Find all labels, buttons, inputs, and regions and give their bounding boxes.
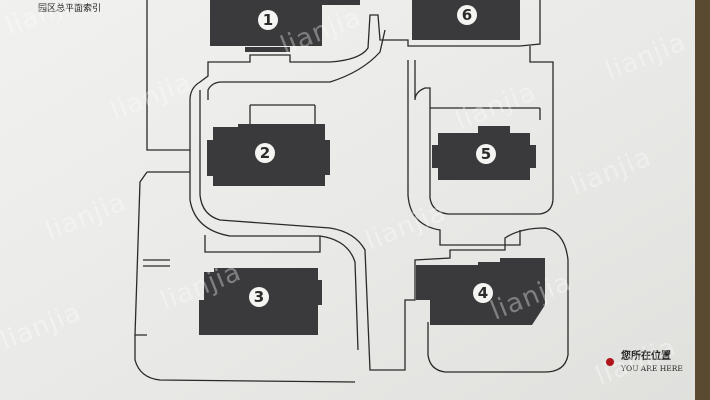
- walkway-right-upper: [414, 46, 554, 215]
- walkway-left-stub: [143, 259, 170, 267]
- walkway-right-lower: [407, 60, 521, 246]
- building-1-circle: [258, 10, 278, 30]
- building-2-circle: [255, 143, 275, 163]
- building-6-circle: [457, 5, 477, 25]
- you-are-here-cn: 您所在位置: [621, 349, 671, 362]
- building-6-badge: 6: [457, 5, 477, 25]
- building-1-number: 1: [263, 11, 273, 29]
- building-3-circle: [249, 287, 269, 307]
- you-are-here-en: YOU ARE HERE: [620, 364, 683, 373]
- building-4-number: 4: [478, 284, 488, 302]
- building-4-circle: [473, 283, 493, 303]
- building-2-badge: 2: [255, 143, 275, 163]
- building-3-badge: 3: [249, 287, 269, 307]
- walkway-left: [134, 171, 190, 336]
- location-marker-icon: [606, 358, 614, 366]
- building-4-badge: 4: [473, 283, 493, 303]
- walkway-court-2: [249, 104, 316, 125]
- board-shading: [0, 0, 695, 400]
- building-1-shape: [210, 0, 360, 46]
- walkway-top: [146, 0, 541, 151]
- walkway-bottom: [134, 335, 356, 383]
- building-2-number: 2: [260, 144, 270, 162]
- walkway-court-5: [430, 107, 541, 120]
- building-1-annex: [245, 47, 290, 52]
- walkway-court-3: [204, 235, 321, 253]
- walkway-outlines: [134, 0, 569, 383]
- building-5-circle: [476, 144, 496, 164]
- sign-title: 园区总平面索引: [38, 2, 101, 14]
- building-6-number: 6: [462, 6, 472, 24]
- walkway-middle-right: [199, 90, 569, 373]
- building-badges: 1 2 3 4 5 6: [249, 5, 496, 307]
- walkway-inner-left: [189, 150, 359, 351]
- building-1-badge: 1: [258, 10, 278, 30]
- building-3-number: 3: [254, 288, 264, 306]
- building-5-badge: 5: [476, 144, 496, 164]
- building-5-number: 5: [481, 145, 491, 163]
- walkway-inner-top: [207, 29, 386, 100]
- you-are-here-legend: 您所在位置 YOU ARE HERE: [606, 349, 683, 373]
